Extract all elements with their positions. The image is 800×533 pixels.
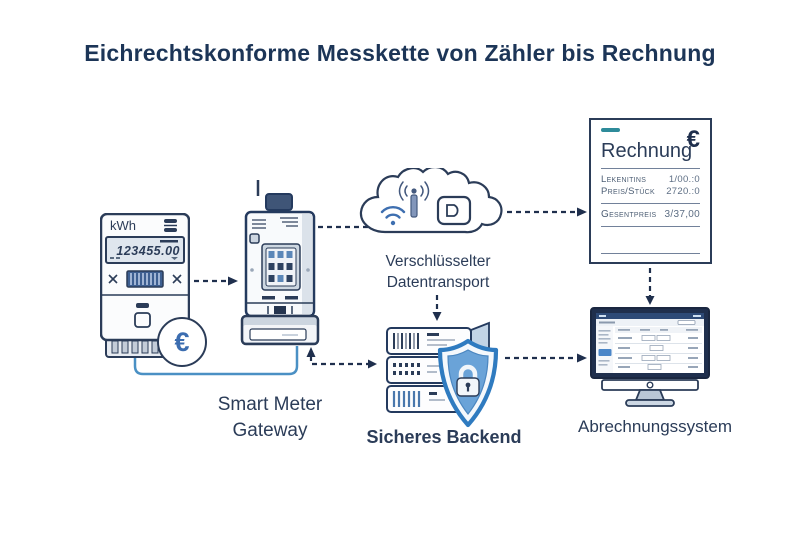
invoice-divider-4 — [601, 253, 700, 254]
billing-ui-table-rows — [615, 329, 702, 370]
invoice-divider-1 — [601, 168, 700, 169]
billing-ui-toolbar-button — [677, 320, 696, 325]
invoice-divider-2 — [601, 203, 700, 204]
gateway-antenna-cap — [265, 193, 293, 211]
invoice-row: Preis/Stück 2720.:0 — [601, 186, 700, 198]
invoice-accent-dash — [601, 128, 620, 132]
gateway-base-slot — [249, 328, 307, 341]
lock-icon — [456, 364, 480, 397]
meter-lcd — [105, 236, 185, 264]
arrow-backend-to-monitor — [505, 353, 587, 363]
invoice-row: Lekenitins 1/00.:0 — [601, 174, 700, 186]
gateway-dot-left — [250, 268, 254, 272]
billing-ui-breadcrumb — [599, 321, 615, 324]
smart-meter-gateway — [240, 180, 320, 346]
invoice-blank-space — [601, 232, 700, 248]
wifi-icon — [380, 206, 406, 226]
billing-ui-toolbar — [596, 319, 704, 326]
gateway-keypad — [261, 243, 301, 291]
invoice-divider-3 — [601, 226, 700, 227]
monitor-stand-neck — [634, 389, 666, 401]
monitor-stand-base — [625, 399, 675, 407]
invoice-row-label: Lekenitins — [601, 174, 647, 185]
gateway-base-mark — [282, 334, 298, 336]
lcd-mark-left2 — [116, 257, 120, 259]
invoice-row-value: 1/00.:0 — [668, 174, 700, 185]
cloud-caption-line1: Verschlüsselter — [385, 253, 491, 270]
gateway-dash-left — [262, 296, 275, 300]
monitor-chin-dot — [646, 381, 654, 389]
invoice-document: € Rechnung Lekenitins 1/00.:0 Preis/Stüc… — [589, 118, 712, 264]
cloud — [359, 168, 503, 234]
meter-unit-label: kWh — [110, 218, 136, 233]
billing-ui-sidebar-items — [598, 330, 611, 366]
invoice-title: Rechnung — [601, 140, 693, 162]
gateway-label-line2: Gateway — [232, 420, 308, 441]
backend-label: Sicheres Backend — [366, 427, 522, 447]
billing-ui-titlebar — [596, 313, 704, 319]
meter-interface-icon — [164, 219, 177, 232]
arrow-cloud-to-invoice — [507, 207, 587, 217]
gateway-label-line1: Smart Meter — [217, 394, 323, 415]
gateway-dash-right — [285, 296, 298, 300]
billing-ui-titlebar-mark — [599, 315, 606, 317]
lcd-mark-left — [110, 257, 114, 259]
gateway-vents — [252, 217, 298, 229]
billing-system-monitor — [590, 307, 710, 407]
gateway-keys — [268, 251, 293, 282]
cloud-caption-line2: Datentransport — [386, 274, 490, 291]
security-shield-icon — [437, 338, 499, 428]
invoice-total-row: Gesentpreis 3/37,00 — [601, 209, 700, 221]
invoice-total-label: Gesentpreis — [601, 209, 657, 220]
billing-ui-sidebar-button — [598, 349, 612, 356]
billing-ui-titlebar-mark2 — [693, 315, 701, 317]
euro-symbol: € — [174, 326, 190, 357]
gateway-dot-right — [306, 268, 310, 272]
page-title: Eichrechtskonforme Messkette von Zähler … — [84, 40, 716, 66]
cloud-outline — [359, 168, 503, 234]
arrow-meter-to-gateway — [194, 276, 238, 286]
lcd-top-mark — [160, 240, 178, 243]
billing-system-label: Abrechnungssystem — [577, 417, 733, 436]
invoice-euro-symbol: € — [686, 126, 700, 153]
meter-button — [134, 312, 151, 328]
euro-coin: € — [157, 317, 207, 367]
meter-exchange-icon-left — [108, 274, 118, 284]
arrow-caption-to-backend — [432, 295, 442, 321]
gateway-led — [249, 233, 260, 244]
meter-reading: 123455.00 — [116, 244, 180, 258]
billing-ui-table-header — [615, 327, 702, 333]
meter-barcode — [126, 270, 164, 288]
lcd-mark-right — [171, 257, 178, 260]
invoice-row-value: 2720.:0 — [666, 186, 700, 197]
gateway-label: Smart Meter Gateway — [190, 392, 350, 444]
invoice-row-label: Preis/Stück — [601, 186, 656, 197]
data-module-icon — [436, 195, 472, 226]
arrow-invoice-to-monitor — [645, 268, 655, 305]
meter-port-pill — [136, 303, 149, 308]
invoice-total-value: 3/37,00 — [664, 209, 700, 220]
gateway-slot-dark — [274, 306, 286, 314]
gateway-side-shade — [302, 214, 312, 314]
cloud-caption: Verschlüsselter Datentransport — [368, 251, 508, 293]
arrow-gateway-to-backend — [306, 347, 377, 369]
monitor-chin — [601, 379, 699, 391]
antenna-icon — [398, 181, 430, 218]
meter-exchange-icon-right — [172, 274, 182, 284]
